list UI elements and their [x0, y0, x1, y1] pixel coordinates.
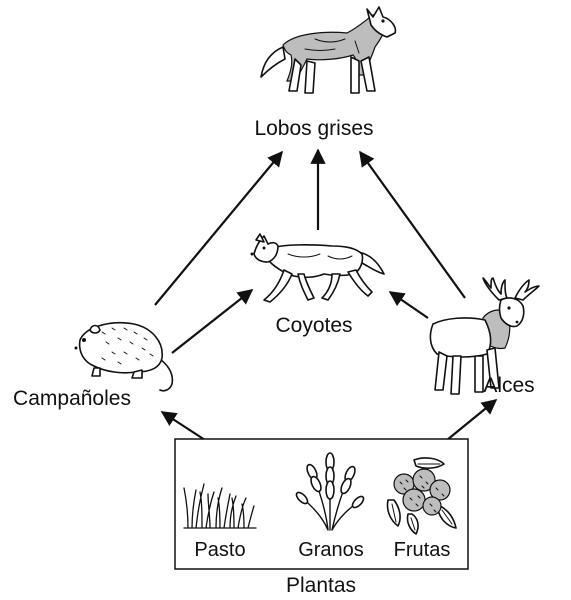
label-plants: Plantas — [286, 574, 356, 597]
label-grass: Pasto — [194, 539, 245, 561]
label-fruits: Frutas — [394, 539, 451, 561]
arrow-plants-to-voles — [162, 412, 205, 440]
coyote-icon — [251, 234, 385, 302]
label-voles: Campañoles — [13, 387, 131, 410]
label-moose: Alces — [483, 374, 534, 397]
label-grains: Granos — [298, 539, 364, 561]
arrow-plants-to-moose — [447, 400, 496, 440]
arrow-moose-to-coyotes — [390, 292, 428, 318]
arrow-voles-to-coyotes — [172, 290, 252, 353]
label-wolves: Lobos grises — [254, 117, 373, 140]
arrow-voles-to-wolves — [155, 152, 282, 305]
arrow-moose-to-wolves — [360, 152, 465, 298]
vole-icon — [75, 323, 173, 391]
gray-wolf-icon — [261, 7, 395, 93]
label-coyotes: Coyotes — [275, 314, 352, 337]
